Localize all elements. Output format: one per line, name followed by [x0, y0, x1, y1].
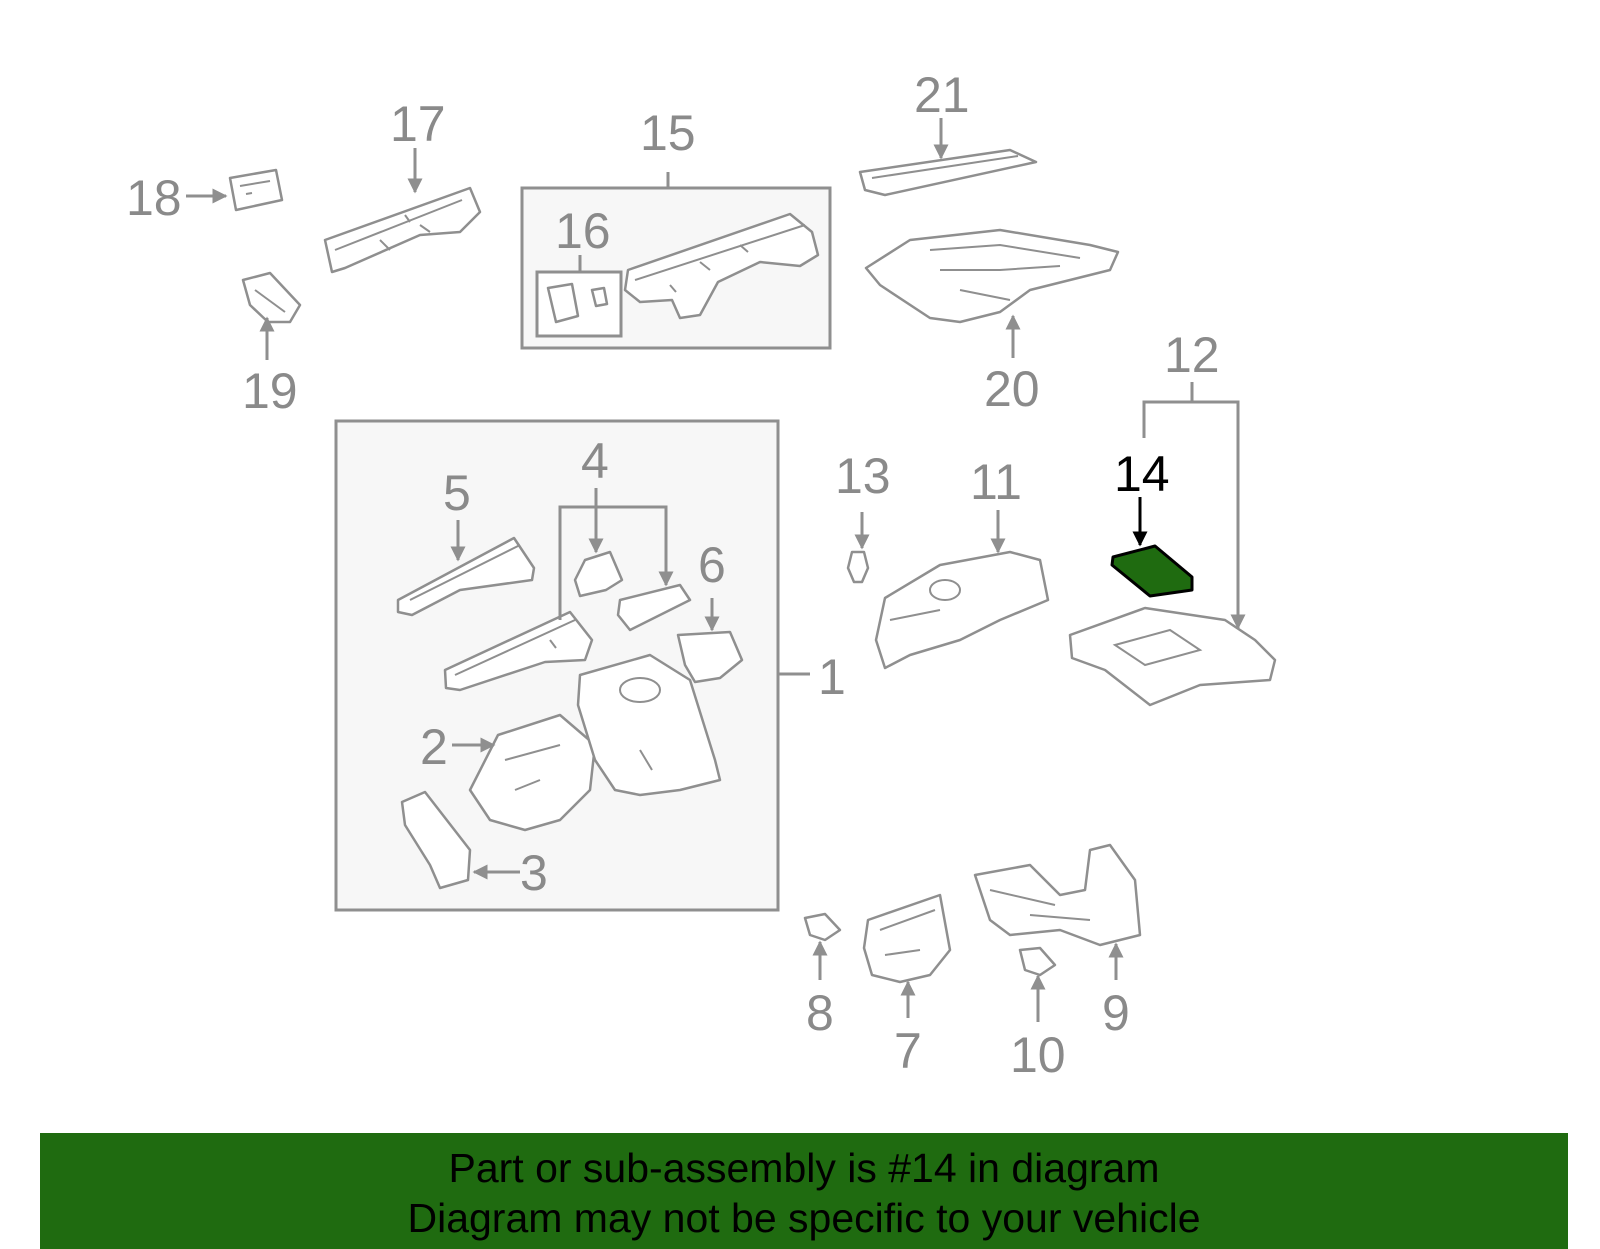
part-3-brace[interactable]	[400, 790, 472, 890]
part-18-bracket[interactable]	[228, 168, 284, 212]
callout-17[interactable]: 17	[390, 96, 446, 152]
part-17-rail[interactable]	[323, 186, 482, 274]
callout-15[interactable]: 15	[640, 105, 696, 161]
part-20-floor-frame[interactable]	[864, 228, 1120, 324]
part-4b-bracket[interactable]	[616, 583, 692, 632]
callout-4[interactable]: 4	[581, 433, 609, 489]
part-15-rail[interactable]	[623, 212, 820, 320]
leader-lines	[186, 118, 1246, 1022]
callout-14[interactable]: 14	[1114, 446, 1170, 502]
part-11-rear-floor-side[interactable]	[874, 550, 1050, 670]
part-16-bracket[interactable]	[546, 282, 609, 324]
callout-7[interactable]: 7	[894, 1023, 922, 1079]
part-1-wheelhouse[interactable]	[576, 653, 722, 797]
callout-5[interactable]: 5	[443, 465, 471, 521]
part-6-bracket[interactable]	[676, 630, 744, 684]
part-14-panel-highlighted[interactable]	[1110, 544, 1194, 598]
part-10-bolt[interactable]	[1018, 946, 1057, 977]
callout-2[interactable]: 2	[420, 719, 448, 775]
callout-1[interactable]: 1	[818, 649, 846, 705]
banner-line-disclaimer: Diagram may not be specific to your vehi…	[407, 1195, 1201, 1241]
callout-13[interactable]: 13	[835, 448, 891, 504]
callout-10[interactable]: 10	[1010, 1027, 1066, 1083]
part-7-bracket[interactable]	[862, 893, 952, 984]
callout-11[interactable]: 11	[970, 454, 1022, 510]
callout-12[interactable]: 12	[1164, 327, 1220, 383]
part-4c-rail[interactable]	[443, 610, 594, 692]
callout-16[interactable]: 16	[555, 203, 611, 259]
part-2-apron[interactable]	[468, 713, 597, 832]
part-21-crossmember[interactable]	[858, 148, 1038, 197]
callout-3[interactable]: 3	[520, 845, 548, 901]
part-19-bracket[interactable]	[241, 271, 302, 324]
part-9-wheelhouse[interactable]	[973, 843, 1142, 947]
callout-6[interactable]: 6	[698, 537, 726, 593]
part-12-rear-floor-pan[interactable]	[1068, 606, 1277, 707]
part-4a-bracket[interactable]	[573, 550, 624, 598]
info-banner: Part or sub-assembly is #14 in diagram D…	[40, 1133, 1568, 1249]
part-8-clip[interactable]	[803, 912, 842, 942]
callout-numbers: 18 17 19 15 16 21 20 12 13 11 14 5 4 6 1…	[126, 67, 1220, 1083]
callout-9[interactable]: 9	[1102, 985, 1130, 1041]
part-13-clip[interactable]	[846, 550, 870, 584]
callout-8[interactable]: 8	[806, 985, 834, 1041]
parts-diagram: 18 17 19 15 16 21 20 12 13 11 14 5 4 6 1…	[126, 67, 1277, 1083]
part-5-rail[interactable]	[396, 536, 536, 617]
assembly-box-16	[535, 270, 623, 338]
banner-line-part: Part or sub-assembly is #14 in diagram	[448, 1145, 1160, 1191]
callout-19[interactable]: 19	[242, 363, 298, 419]
callout-18[interactable]: 18	[126, 170, 182, 226]
callout-20[interactable]: 20	[984, 361, 1040, 417]
callout-21[interactable]: 21	[914, 67, 970, 123]
